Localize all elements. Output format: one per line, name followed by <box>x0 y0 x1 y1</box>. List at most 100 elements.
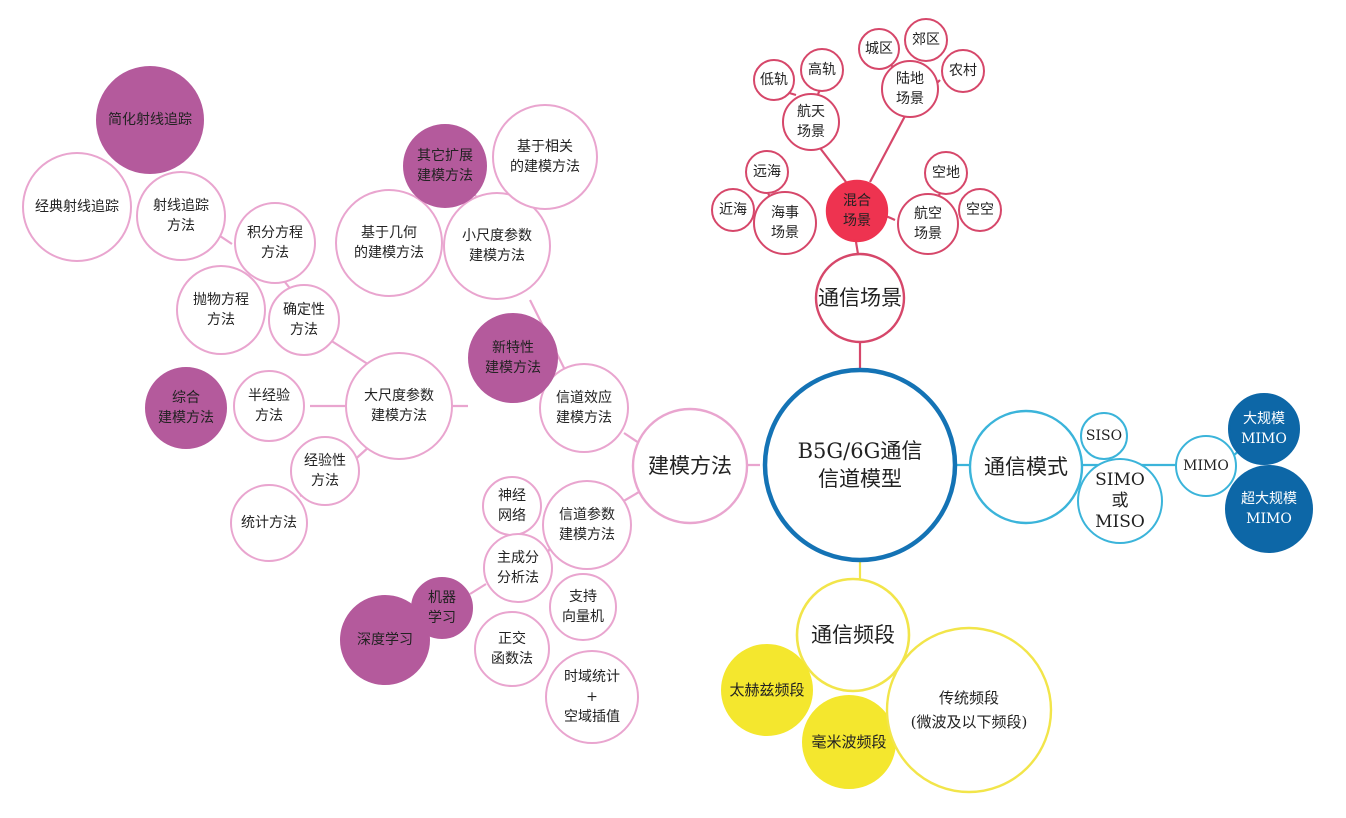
edge-mixed-land <box>869 115 906 183</box>
ultra-mimo-node-circle <box>1225 465 1313 553</box>
air-air-node-label: 空空 <box>966 202 994 218</box>
aviation-node-label: 场景 <box>914 226 942 242</box>
empirical-node-label: 经验性 <box>304 453 346 469</box>
near-sea-node-circle <box>711 188 755 232</box>
land-scene-node-label: 场景 <box>896 91 924 107</box>
classic-ray-node-label: 经典射线追踪 <box>35 199 119 215</box>
integral-node-circle <box>234 202 316 284</box>
deep-learning-node: 深度学习 <box>340 595 430 685</box>
maritime-node-label: 场景 <box>771 225 799 241</box>
mode-main-node: 通信模式 <box>968 409 1084 525</box>
svm-node-circle <box>549 573 617 641</box>
near-sea-node-label: 近海 <box>719 202 747 218</box>
mixed-scene-node-circle <box>825 179 889 243</box>
traditional-band-node-label: (微波及以下频段) <box>911 713 1028 731</box>
air-ground-node: 空地 <box>924 151 968 195</box>
statistical-node-circle <box>230 484 308 562</box>
time-space-node-label: + <box>586 689 598 705</box>
suburb-node: 郊区 <box>904 18 948 62</box>
method-main-node-label: 建模方法 <box>648 454 732 478</box>
low-orbit-node: 低轨 <box>753 59 795 101</box>
thz-node-label: 太赫兹频段 <box>729 681 804 699</box>
air-ground-node-label: 空地 <box>932 165 960 181</box>
effect-node-circle <box>539 363 629 453</box>
traditional-band-node-circle <box>885 626 1053 794</box>
low-orbit-node-circle <box>753 59 795 101</box>
param-node-circle <box>542 480 632 570</box>
maritime-node-label: 海事 <box>771 205 799 221</box>
large-scale-node-label: 建模方法 <box>371 408 427 424</box>
method-main-node: 建模方法 <box>631 407 749 525</box>
thz-node: 太赫兹频段 <box>721 644 813 736</box>
center-node-label: B5G/6G通信 <box>798 439 923 463</box>
time-space-node-label: 空域插值 <box>564 709 620 725</box>
center-node-circle <box>762 367 958 563</box>
aerospace-node-circle <box>782 93 840 151</box>
ray-tracing-node-label: 方法 <box>167 218 195 234</box>
empirical-node-circle <box>290 436 360 506</box>
empirical-node-label: 方法 <box>311 473 339 489</box>
band-main-node-label: 通信频段 <box>811 623 895 647</box>
other-ext-node-circle <box>403 124 487 208</box>
comprehensive-node-label: 建模方法 <box>158 410 214 426</box>
traditional-band-node-label: 传统频段 <box>939 689 999 707</box>
edge-pca-ml <box>469 583 487 595</box>
new-feature-node-label: 建模方法 <box>485 360 541 376</box>
new-feature-node-circle <box>468 313 558 403</box>
rural-node-label: 农村 <box>949 63 977 79</box>
simo-node-label: 或 <box>1112 491 1129 511</box>
mode-main-node-label: 通信模式 <box>984 455 1068 479</box>
time-space-node-circle <box>545 650 639 744</box>
pca-node-circle <box>483 533 553 603</box>
orthogonal-node-label: 正交 <box>498 630 526 647</box>
edge-mixed-aerospace <box>819 147 847 183</box>
parabolic-node-label: 方法 <box>207 312 235 328</box>
simo-node-circle <box>1077 458 1163 544</box>
simo-node-label: MISO <box>1095 512 1145 532</box>
semi-empirical-node-label: 方法 <box>255 408 283 424</box>
mode-main-node-circle <box>968 409 1084 525</box>
thz-node-circle <box>721 644 813 736</box>
ml-node-label: 学习 <box>428 610 456 626</box>
mimo-node: MIMO <box>1175 435 1237 497</box>
time-space-node: 时域统计+空域插值 <box>545 650 639 744</box>
svm-node-label: 支持 <box>569 589 597 605</box>
orthogonal-node-label: 函数法 <box>491 651 533 667</box>
mimo-node-circle <box>1175 435 1237 497</box>
neural-node-label: 网络 <box>498 508 526 524</box>
param-node-label: 信道参数 <box>559 506 615 523</box>
city-node-circle <box>858 28 900 70</box>
aerospace-node-label: 场景 <box>797 124 825 140</box>
simo-node-label: SIMO <box>1095 470 1145 490</box>
comprehensive-node-circle <box>145 367 227 449</box>
land-scene-node-label: 陆地 <box>896 71 924 87</box>
air-air-node-circle <box>958 188 1002 232</box>
deep-learning-node-circle <box>340 595 430 685</box>
classic-ray-node-circle <box>22 152 132 262</box>
deep-learning-node-label: 深度学习 <box>357 632 413 648</box>
suburb-node-circle <box>904 18 948 62</box>
mimo-node-label: MIMO <box>1183 458 1229 474</box>
high-orbit-node-label: 高轨 <box>808 61 836 78</box>
effect-node-label: 信道效应 <box>556 389 612 406</box>
suburb-node-label: 郊区 <box>912 31 940 48</box>
